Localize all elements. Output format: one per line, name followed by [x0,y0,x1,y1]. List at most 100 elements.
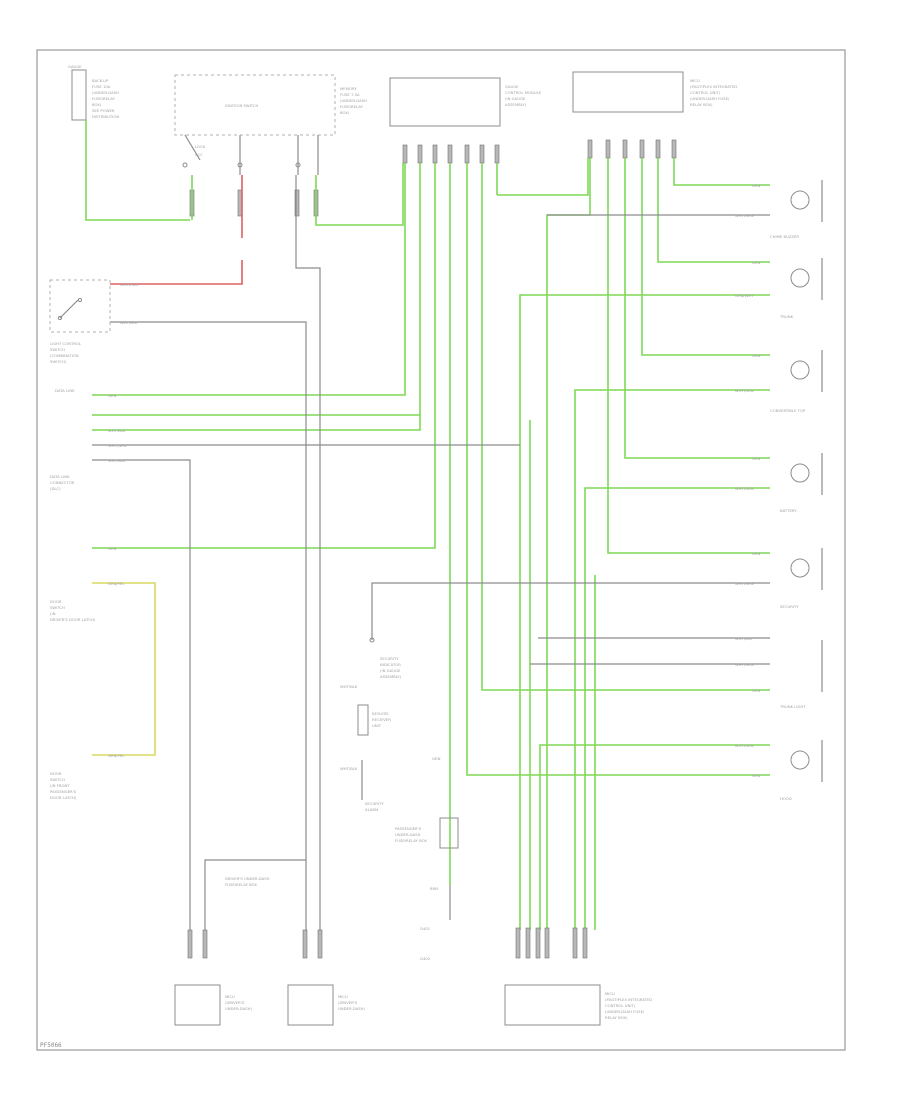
svg-text:DISTRIBUTION: DISTRIBUTION [92,114,119,119]
svg-text:GRN/YEL: GRN/YEL [108,753,125,758]
svg-text:WHT/BLK: WHT/BLK [108,428,126,433]
fuse-block-gauge: GAUGE BACK-UP FUSE 10A (UNDER-DASH FUSE/… [68,64,119,121]
svg-text:DRIVER'S UNDER-DASH: DRIVER'S UNDER-DASH [225,876,270,881]
svg-text:MICU: MICU [225,994,235,999]
ignition-connectors [189,189,319,217]
svg-text:BACK-UP: BACK-UP [92,78,109,83]
svg-text:DOOR: DOOR [50,599,62,604]
svg-text:FUSE 10A: FUSE 10A [92,84,111,89]
svg-text:(MULTIPLEX INTEGRATED: (MULTIPLEX INTEGRATED [605,997,652,1002]
svg-text:GRN/WHT: GRN/WHT [735,293,754,298]
svg-text:GRN: GRN [752,260,761,265]
svg-text:(UNDER-DASH: (UNDER-DASH [340,98,367,103]
svg-text:WHT/GRN: WHT/GRN [108,443,127,448]
bottom-connectors [187,927,588,959]
svg-text:ACC: ACC [195,152,203,157]
svg-text:(UNDER-DASH: (UNDER-DASH [92,90,119,95]
svg-text:ALARM: ALARM [365,807,378,812]
svg-text:INDICATOR: INDICATOR [380,662,401,667]
right-components: CHIME BUZZER TRUNK CONVERTIBLE TOP BATTE… [770,180,823,801]
svg-text:ASSEMBLY): ASSEMBLY) [380,674,402,679]
svg-text:DOOR: DOOR [50,771,62,776]
svg-text:UNDER-DASH): UNDER-DASH) [338,1006,366,1011]
svg-text:UNDER-DASH: UNDER-DASH [395,832,421,837]
svg-text:SECURITY: SECURITY [365,801,384,806]
svg-text:DATA LINK: DATA LINK [55,388,75,393]
svg-text:BRN: BRN [430,886,438,891]
svg-text:SWITCH: SWITCH [50,777,65,782]
svg-text:(UNDER-DASH FUSE/: (UNDER-DASH FUSE/ [690,96,730,101]
svg-text:GAUGE: GAUGE [505,84,519,89]
svg-text:SWITCH): SWITCH) [50,359,67,364]
gcm-connectors [402,144,500,164]
svg-text:WHT/BLK: WHT/BLK [340,684,358,689]
svg-text:UNIT: UNIT [372,723,382,728]
svg-text:WHT/GRN: WHT/GRN [735,213,754,218]
wire-color-labels: GRN WHT/GRN GRN GRN/WHT GRN WHT/GRN GRN … [108,183,761,891]
svg-text:HOOD: HOOD [780,796,792,801]
svg-text:BOX): BOX) [92,102,102,107]
svg-text:(COMBINATION: (COMBINATION [50,353,79,358]
driver-door-switch-label: DOOR SWITCH (IN DRIVER'S DOOR LATCH) [50,599,96,622]
svg-text:IGNITION SWITCH: IGNITION SWITCH [225,103,259,108]
svg-text:DRIVER'S DOOR LATCH): DRIVER'S DOOR LATCH) [50,617,96,622]
svg-text:WHT/RED: WHT/RED [120,282,138,287]
red-wire-2 [110,260,243,285]
svg-text:GRN: GRN [752,456,761,461]
svg-text:GAUGE: GAUGE [68,64,82,69]
svg-text:WHT/BLK: WHT/BLK [108,458,126,463]
diagram-frame [36,49,846,1051]
svg-text:WHT/GRN: WHT/GRN [735,486,754,491]
svg-text:BOX): BOX) [340,110,350,115]
svg-text:GRN: GRN [752,773,761,778]
svg-text:SECURITY: SECURITY [780,604,799,609]
svg-text:TRUNK LIGHT: TRUNK LIGHT [779,704,806,709]
svg-text:WHT/BLK: WHT/BLK [120,320,138,325]
svg-text:FUSE/RELAY BOX: FUSE/RELAY BOX [395,838,427,843]
green-wires [85,120,770,930]
svg-text:MICU: MICU [338,994,348,999]
svg-text:GRN: GRN [432,756,441,761]
svg-text:UNDER-DASH): UNDER-DASH) [225,1006,253,1011]
svg-text:WHT/BLK: WHT/BLK [340,766,358,771]
svg-text:TRUNK: TRUNK [779,314,794,319]
svg-text:GRN: GRN [752,688,761,693]
center-labels: SECURITY INDICATOR (IN GAUGE ASSEMBLY) K… [225,637,459,961]
svg-text:(IN FRONT: (IN FRONT [50,783,70,788]
ignition-switch-label: IGNITION SWITCH MEMORY FUSE 7.5A (UNDER-… [195,86,367,157]
svg-text:DOOR LATCH): DOOR LATCH) [50,795,77,800]
svg-text:GRN: GRN [752,353,761,358]
data-link-connector: DATA LINK DATA LINK CONNECTOR (DLC) [50,388,75,491]
svg-text:(IN: (IN [50,611,56,616]
svg-text:MICU: MICU [605,991,615,996]
passenger-door-switch-label: DOOR SWITCH (IN FRONT PASSENGER'S DOOR L… [50,771,77,800]
svg-text:WHT/GRN: WHT/GRN [735,743,754,748]
svg-text:RECEIVER: RECEIVER [372,717,391,722]
micu-connectors [587,139,677,159]
svg-text:CONTROL MODULE: CONTROL MODULE [505,90,542,95]
svg-text:LOCK: LOCK [195,144,206,149]
ignition-switch-outline [174,74,336,136]
svg-text:GRN: GRN [108,546,117,551]
yellow-wire [92,582,156,756]
svg-text:WHT/BLK: WHT/BLK [735,636,753,641]
svg-text:WHT/GRN: WHT/GRN [735,581,754,586]
svg-text:SWITCH: SWITCH [50,347,65,352]
svg-text:CONNECTOR: CONNECTOR [50,480,75,485]
svg-text:KEYLESS: KEYLESS [372,711,389,716]
svg-text:(IN GAUGE: (IN GAUGE [380,668,401,673]
svg-text:(MULTIPLEX INTEGRATED: (MULTIPLEX INTEGRATED [690,84,737,89]
svg-text:FUSE/RELAY: FUSE/RELAY [340,104,364,109]
svg-text:FUSE/RELAY BOX: FUSE/RELAY BOX [225,882,257,887]
svg-text:DATA LINK: DATA LINK [50,474,70,479]
svg-text:CONTROL UNIT): CONTROL UNIT) [605,1003,636,1008]
svg-text:SEE POWER: SEE POWER [92,108,115,113]
svg-text:CONVERTIBLE TOP: CONVERTIBLE TOP [770,408,806,413]
svg-text:CONTROL UNIT): CONTROL UNIT) [690,90,721,95]
gauge-control-module: GAUGE CONTROL MODULE (IN GAUGE ASSEMBLY) [389,77,542,127]
svg-text:WHT/GRN: WHT/GRN [735,662,754,667]
diagram-id: PF5066 [40,1042,62,1049]
bottom-modules: MICU (DRIVER'S UNDER-DASH) MICU (DRIVER'… [174,984,652,1026]
svg-text:(DRIVER'S: (DRIVER'S [338,1000,358,1005]
